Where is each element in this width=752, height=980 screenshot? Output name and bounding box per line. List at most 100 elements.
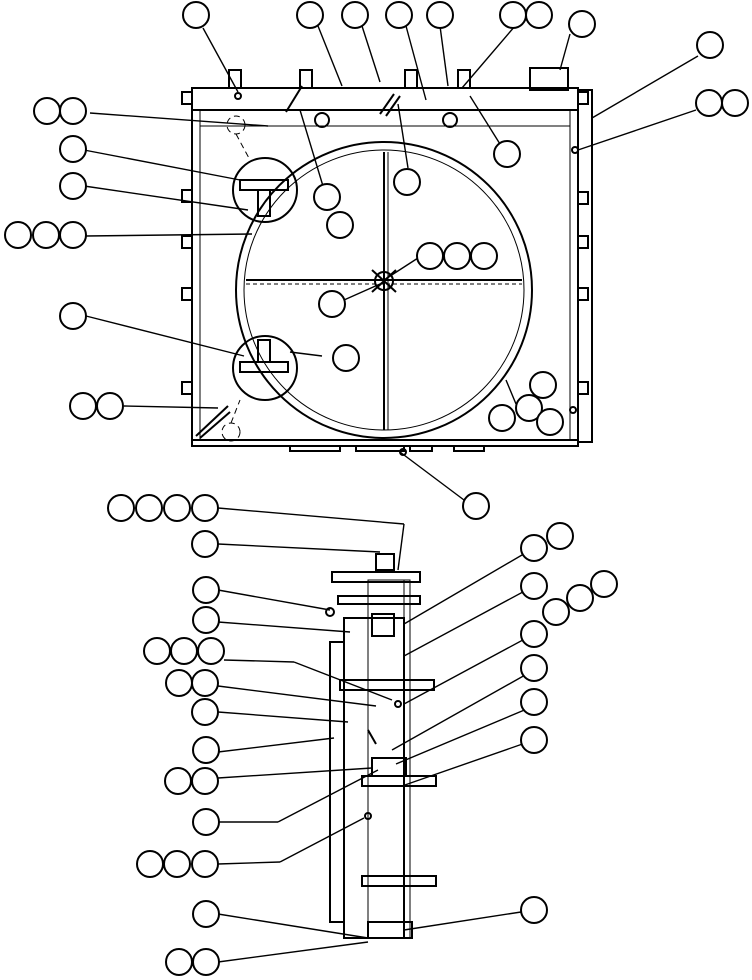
callout-bubble bbox=[143, 637, 171, 665]
leader-line bbox=[383, 257, 419, 281]
leader-line bbox=[277, 769, 379, 823]
leader-line bbox=[217, 711, 349, 723]
bracket-bar bbox=[339, 679, 435, 691]
callout-bubble bbox=[170, 637, 198, 665]
bolt-icon bbox=[234, 92, 242, 100]
callout-bubble bbox=[568, 10, 596, 38]
leader-line bbox=[89, 112, 269, 127]
callout-bubble bbox=[542, 598, 570, 626]
top-tab bbox=[228, 69, 242, 89]
leader-line bbox=[559, 33, 571, 71]
mount-block bbox=[371, 757, 407, 777]
bolt-icon bbox=[569, 406, 577, 414]
leader-line bbox=[397, 523, 405, 571]
leader-line bbox=[83, 149, 241, 181]
callout-bubbles bbox=[4, 1, 749, 976]
side-view bbox=[325, 553, 437, 939]
callout-bubble bbox=[192, 576, 220, 604]
leader-line bbox=[123, 405, 219, 409]
top-rod bbox=[385, 95, 401, 117]
callout-bubble bbox=[197, 637, 225, 665]
leader-line bbox=[83, 185, 249, 211]
leader-line bbox=[461, 25, 516, 89]
callout-bubble bbox=[529, 371, 557, 399]
callout-bubble bbox=[107, 494, 135, 522]
callout-bubble bbox=[59, 221, 87, 249]
callout-bubble bbox=[520, 572, 548, 600]
callout-bubble bbox=[426, 1, 454, 29]
rail-hole bbox=[314, 112, 330, 128]
leader-line bbox=[85, 233, 253, 237]
callout-bubble bbox=[326, 211, 354, 239]
fan-hub bbox=[374, 271, 394, 291]
side-shroud bbox=[577, 89, 593, 443]
callout-bubble bbox=[318, 290, 346, 318]
bottom-foot bbox=[453, 445, 485, 452]
detail-clip-stem bbox=[257, 339, 271, 363]
callout-bubble bbox=[163, 850, 191, 878]
callout-bubble bbox=[296, 1, 324, 29]
leader-line bbox=[403, 633, 535, 705]
hub-spoke bbox=[371, 269, 397, 293]
leader-line bbox=[391, 669, 535, 751]
side-tab bbox=[181, 189, 193, 203]
detail-clip bbox=[239, 361, 289, 373]
leader-line bbox=[217, 941, 369, 963]
callout-bubble bbox=[566, 584, 594, 612]
detail-circle-lower bbox=[232, 335, 298, 401]
leader-line bbox=[293, 661, 393, 701]
top-rod bbox=[285, 85, 303, 113]
leader-line bbox=[401, 739, 535, 787]
top-rod bbox=[379, 93, 395, 115]
callout-bubble bbox=[69, 392, 97, 420]
callout-bubble bbox=[163, 494, 191, 522]
leader-line bbox=[217, 767, 373, 779]
corner-brace bbox=[199, 411, 231, 439]
callout-bubble bbox=[192, 948, 220, 976]
leader-line bbox=[403, 909, 535, 931]
leader-line bbox=[217, 589, 331, 611]
callout-bubble bbox=[520, 688, 548, 716]
callout-bubble bbox=[416, 242, 444, 270]
side-tab bbox=[577, 381, 589, 395]
phantom-circle bbox=[226, 115, 246, 135]
callout-bubble bbox=[488, 404, 516, 432]
callout-bubble bbox=[191, 530, 219, 558]
phantom-line bbox=[230, 399, 241, 424]
callout-bubble bbox=[520, 534, 548, 562]
bracket-bar bbox=[331, 571, 421, 583]
callout-bubble bbox=[192, 736, 220, 764]
leader-line bbox=[403, 585, 535, 657]
callout-bubble bbox=[33, 97, 61, 125]
callout-bubble bbox=[515, 394, 543, 422]
callout-bubble bbox=[520, 620, 548, 648]
bracket-bar bbox=[337, 595, 421, 605]
leader-line bbox=[299, 109, 327, 197]
callout-bubble bbox=[191, 767, 219, 795]
callout-bubble bbox=[59, 172, 87, 200]
side-tab bbox=[577, 91, 589, 105]
top-bracket bbox=[529, 67, 569, 91]
callout-bubble bbox=[721, 89, 749, 117]
phantom-circle bbox=[221, 422, 241, 442]
callout-bubble bbox=[4, 221, 32, 249]
bottom-foot bbox=[355, 445, 405, 452]
callout-bubble bbox=[520, 896, 548, 924]
callout-bubble bbox=[393, 168, 421, 196]
leader-line bbox=[85, 315, 245, 357]
leader-line bbox=[439, 25, 449, 87]
side-tab bbox=[181, 381, 193, 395]
callout-bubble bbox=[59, 135, 87, 163]
callout-bubble bbox=[385, 1, 413, 29]
callout-bubble bbox=[59, 97, 87, 125]
callout-bubble bbox=[164, 767, 192, 795]
side-tab bbox=[577, 287, 589, 301]
leader-line bbox=[217, 861, 281, 865]
callout-bubble bbox=[165, 669, 193, 697]
callout-bubble bbox=[182, 1, 210, 29]
leader-line bbox=[361, 25, 381, 83]
leader-line bbox=[202, 27, 239, 93]
callout-bubble bbox=[192, 808, 220, 836]
callout-bubble bbox=[520, 654, 548, 682]
